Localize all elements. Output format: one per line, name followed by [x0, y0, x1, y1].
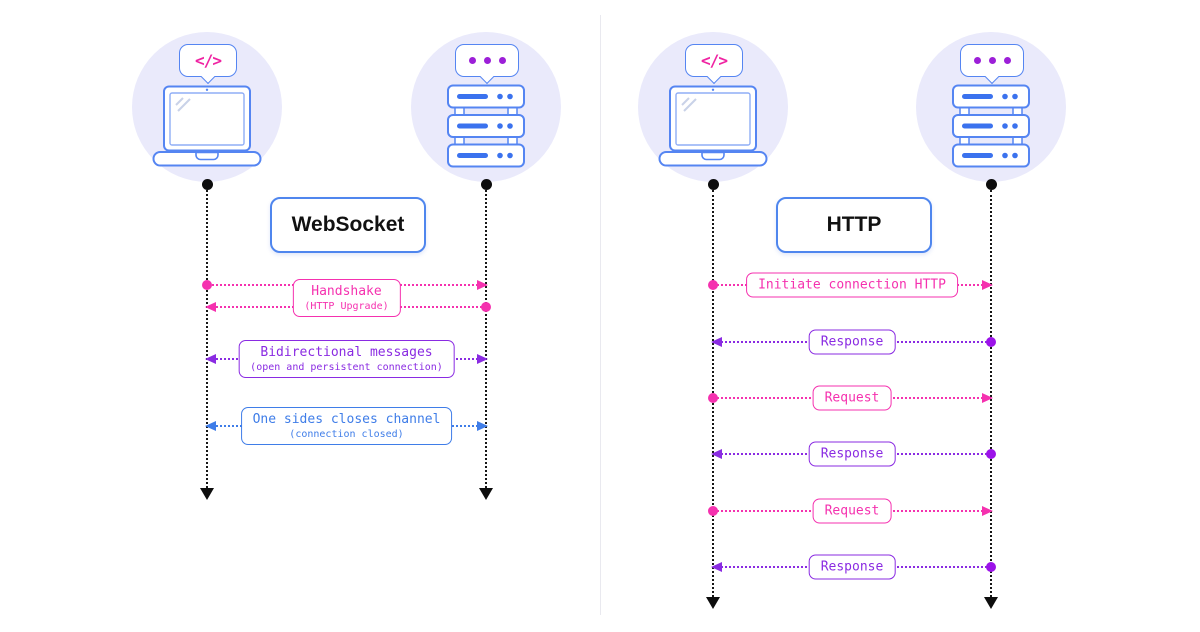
arrow-left-icon	[711, 337, 722, 347]
lifeline-start-dot	[201, 179, 213, 190]
server-stack-icon	[952, 84, 1030, 168]
lifeline-start-dot	[985, 179, 997, 190]
server-stack-icon	[447, 84, 525, 168]
message-label: Handshake	[311, 284, 382, 299]
origin-dot	[986, 562, 996, 572]
message-sublabel: (connection closed)	[289, 429, 404, 440]
origin-dot	[708, 393, 718, 403]
message-label: Request	[824, 390, 880, 406]
message-label: Initiate connection HTTP	[758, 277, 946, 293]
message-handshake: Handshake (HTTP Upgrade)	[202, 278, 491, 318]
http-title: HTTP	[826, 213, 882, 236]
arrow-left-icon	[711, 562, 722, 572]
message-response: Response	[711, 441, 996, 467]
arrow-right-icon	[477, 354, 488, 364]
lifeline-end-arrow-icon	[706, 597, 720, 609]
arrow-right-icon	[477, 280, 488, 290]
left-client-lifeline	[200, 179, 214, 500]
left-server-lifeline	[479, 179, 493, 500]
code-tag-icon: </>	[179, 44, 237, 77]
ellipsis-dots-icon	[960, 44, 1024, 77]
message-label: Response	[820, 334, 884, 350]
arrow-left-icon	[205, 302, 216, 312]
origin-dot	[202, 280, 212, 290]
lifeline-end-arrow-icon	[200, 488, 214, 500]
message-sublabel: (open and persistent connection)	[250, 362, 443, 373]
message-label-box: Request	[812, 498, 892, 524]
message-label-box: Request	[812, 385, 892, 411]
message-label-box: Response	[808, 441, 896, 467]
origin-dot	[708, 280, 718, 290]
ellipsis-dots-icon	[455, 44, 519, 77]
message-response: Response	[711, 329, 996, 355]
message-label-box: Response	[808, 554, 896, 580]
lifeline-start-dot	[707, 179, 719, 190]
origin-dot	[986, 337, 996, 347]
arrow-left-icon	[205, 421, 216, 431]
message-request: Request	[708, 498, 993, 524]
message-response: Response	[711, 554, 996, 580]
message-label-box: Bidirectional messages (open and persist…	[238, 340, 455, 378]
message-label: Request	[824, 503, 880, 519]
message-sublabel: (HTTP Upgrade)	[304, 301, 389, 312]
message-label: Bidirectional messages	[260, 345, 433, 360]
websocket-title: WebSocket	[291, 213, 405, 236]
arrow-left-icon	[205, 354, 216, 364]
lifeline-end-arrow-icon	[479, 488, 493, 500]
message-label-box: Response	[808, 329, 896, 355]
http-title-box: HTTP	[776, 197, 932, 253]
message-label-box: Initiate connection HTTP	[746, 272, 958, 298]
message-bidirectional: Bidirectional messages (open and persist…	[205, 340, 488, 378]
panel-divider	[600, 15, 601, 615]
message-initiate: Initiate connection HTTP	[708, 272, 993, 298]
laptop-icon	[152, 85, 262, 167]
message-label: Response	[820, 559, 884, 575]
lifeline-end-arrow-icon	[984, 597, 998, 609]
arrow-right-icon	[477, 421, 488, 431]
message-label: Response	[820, 446, 884, 462]
message-label-box: One sides closes channel (connection clo…	[240, 407, 453, 445]
origin-dot	[481, 302, 491, 312]
origin-dot	[986, 449, 996, 459]
arrow-right-icon	[982, 280, 993, 290]
message-label: One sides closes channel	[252, 412, 441, 427]
websocket-title-box: WebSocket	[270, 197, 426, 253]
message-request: Request	[708, 385, 993, 411]
code-tag-icon: </>	[685, 44, 743, 77]
arrow-left-icon	[711, 449, 722, 459]
origin-dot	[708, 506, 718, 516]
lifeline-start-dot	[480, 179, 492, 190]
message-label-box: Handshake (HTTP Upgrade)	[292, 279, 401, 317]
arrow-right-icon	[982, 506, 993, 516]
laptop-icon	[658, 85, 768, 167]
message-close-channel: One sides closes channel (connection clo…	[205, 407, 488, 445]
arrow-right-icon	[982, 393, 993, 403]
